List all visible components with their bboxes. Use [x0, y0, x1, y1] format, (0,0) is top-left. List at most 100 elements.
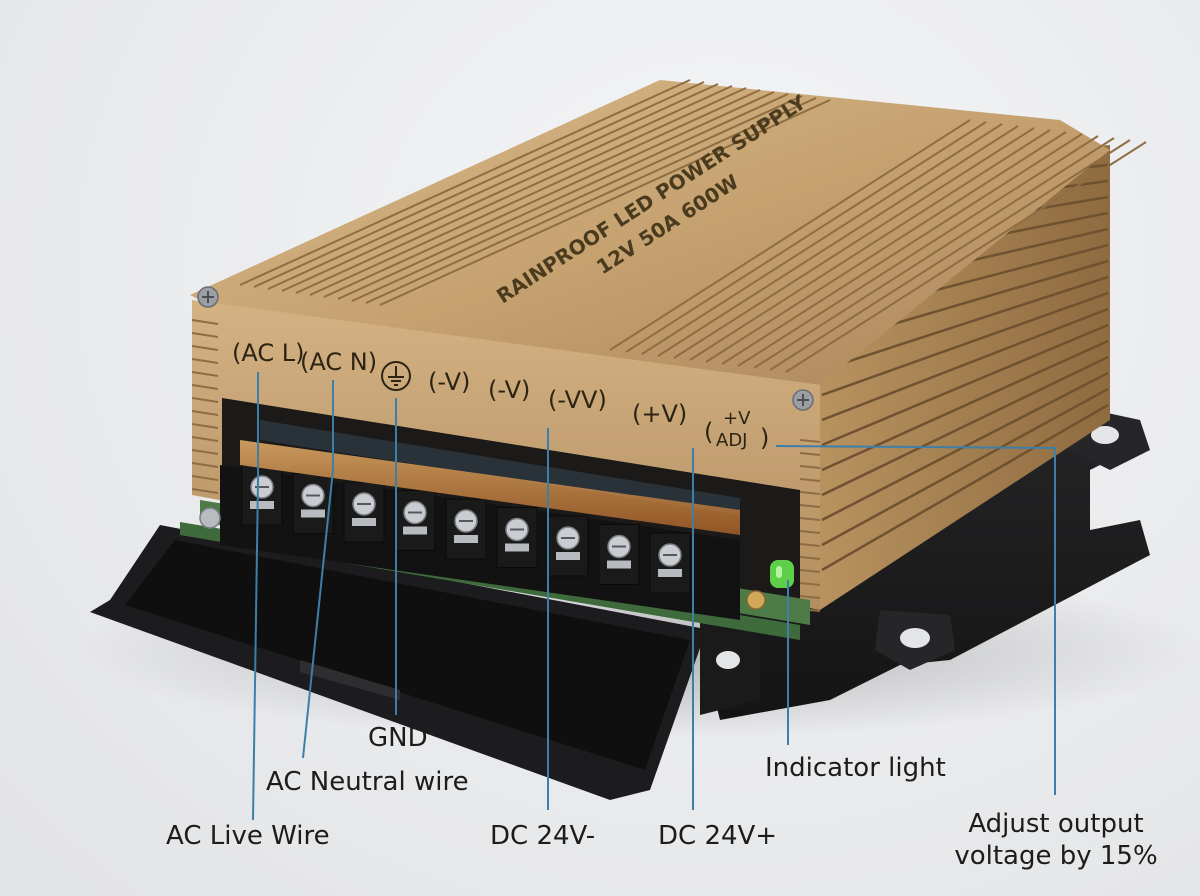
label-ac-n: (AC N): [300, 348, 377, 376]
front-fin-groove: [191, 384, 219, 390]
terminal-labels: (AC L) (AC N) (-V) (-V) (-VV) (+V) ( +V …: [232, 339, 769, 452]
label-minus-v-1: (-V): [428, 368, 470, 396]
top-fins: [239, 79, 1147, 373]
top-fin-groove: [689, 129, 1051, 361]
top-fin-groove: [769, 139, 1131, 371]
indicator-led: [770, 560, 794, 588]
callout-dc-plus: DC 24V+: [658, 821, 778, 851]
front-fin-groove: [799, 582, 821, 586]
callout-ac-neutral: AC Neutral wire: [266, 767, 469, 797]
front-fin-groove: [191, 436, 219, 442]
front-fin-groove: [799, 504, 821, 508]
front-fin-groove: [191, 423, 219, 429]
label-adj-paren-close: ): [760, 424, 769, 452]
label-plus-v: (+V): [632, 400, 687, 428]
terminal-clamp: [658, 569, 682, 577]
top-fin-groove: [295, 87, 747, 294]
top-fin-groove: [365, 97, 817, 304]
front-fin-groove: [799, 439, 821, 443]
top-fin-groove: [705, 131, 1067, 363]
front-fin-groove: [191, 449, 219, 455]
front-fin-groove: [799, 491, 821, 495]
front-fin-groove: [799, 595, 821, 599]
top-fin-groove: [785, 141, 1147, 373]
side-fin-groove: [821, 339, 1109, 472]
top-fin-groove: [267, 83, 719, 290]
label-adj-bottom: ADJ: [716, 430, 747, 451]
top-fin-groove: [253, 81, 705, 288]
terminal-clamp: [505, 543, 529, 552]
front-fin-groove: [191, 332, 219, 338]
top-fin-groove: [239, 79, 691, 286]
label-ac-l: (AC L): [232, 339, 304, 367]
leader-ac-neutral: [302, 380, 334, 759]
front-fin-groove: [191, 358, 219, 364]
front-fin-groove: [191, 345, 219, 351]
terminal-clamp: [556, 552, 580, 560]
top-fin-groove: [753, 137, 1115, 369]
terminals: [241, 464, 691, 594]
front-fin-groove: [191, 319, 219, 325]
terminal-clamp: [454, 535, 478, 543]
front-fin-groove: [191, 397, 219, 403]
top-fin-groove: [641, 123, 1003, 355]
adj-potentiometer: [746, 590, 766, 610]
top-fin-groove: [379, 99, 831, 306]
top-fin-groove: [657, 125, 1019, 357]
front-fin-groove: [191, 462, 219, 468]
terminal-clamp: [301, 509, 325, 518]
callout-dc-minus: DC 24V-: [490, 821, 596, 851]
top-fin-groove: [281, 85, 733, 292]
housing-top: [190, 80, 1110, 385]
callout-adjust-line1: Adjust output: [968, 809, 1144, 839]
side-fin-groove: [821, 323, 1109, 447]
callout-indicator: Indicator light: [765, 753, 946, 783]
front-fin-groove: [799, 517, 821, 521]
screw-left: [197, 286, 219, 308]
top-fin-groove: [625, 121, 987, 353]
top-fin-groove: [737, 135, 1099, 367]
terminal-clamp: [352, 518, 376, 526]
side-fin-groove: [821, 291, 1109, 397]
amber-cover-bar: [240, 440, 740, 535]
top-fin-groove: [351, 95, 803, 302]
side-fin-groove: [821, 307, 1109, 422]
front-fin-groove: [799, 530, 821, 534]
leader-ac-live: [252, 372, 259, 821]
front-fin-groove: [799, 543, 821, 547]
top-fin-groove: [309, 89, 761, 296]
leader-lines: [252, 372, 1056, 821]
terminal-clamp: [403, 526, 427, 535]
top-fin-groove: [609, 119, 971, 351]
side-fin-groove: [821, 387, 1109, 547]
side-fin-groove: [821, 275, 1109, 372]
side-fin-groove: [821, 403, 1109, 572]
top-fin-groove: [673, 127, 1035, 359]
front-fin-groove: [191, 475, 219, 481]
label-adj-paren-open: (: [704, 418, 713, 446]
top-fin-groove: [721, 133, 1083, 365]
front-fin-groove: [799, 556, 821, 560]
terminal-clamp: [607, 560, 631, 569]
front-fin-groove: [799, 465, 821, 469]
label-adj-top: +V: [723, 408, 751, 429]
screw-right: [792, 389, 814, 411]
front-fin-groove: [799, 452, 821, 456]
front-fin-groove: [799, 478, 821, 482]
front-fin-groove: [799, 569, 821, 573]
label-minus-vv: (-VV): [548, 386, 607, 414]
callout-gnd: GND: [368, 723, 428, 753]
label-minus-v-2: (-V): [488, 376, 530, 404]
front-fin-groove: [191, 410, 219, 416]
pcb-ground-screw: [199, 507, 221, 529]
top-fin-groove: [323, 91, 775, 298]
side-fin-groove: [821, 355, 1109, 497]
front-fin-groove: [191, 488, 219, 494]
terminal-clamp: [250, 501, 274, 509]
leader-adjust: [775, 445, 1056, 795]
callout-adjust: Adjust output voltage by 15%: [950, 808, 1162, 872]
callout-adjust-line2: voltage by 15%: [954, 841, 1158, 871]
front-fin-groove: [191, 371, 219, 377]
callout-ac-live: AC Live Wire: [166, 821, 330, 851]
